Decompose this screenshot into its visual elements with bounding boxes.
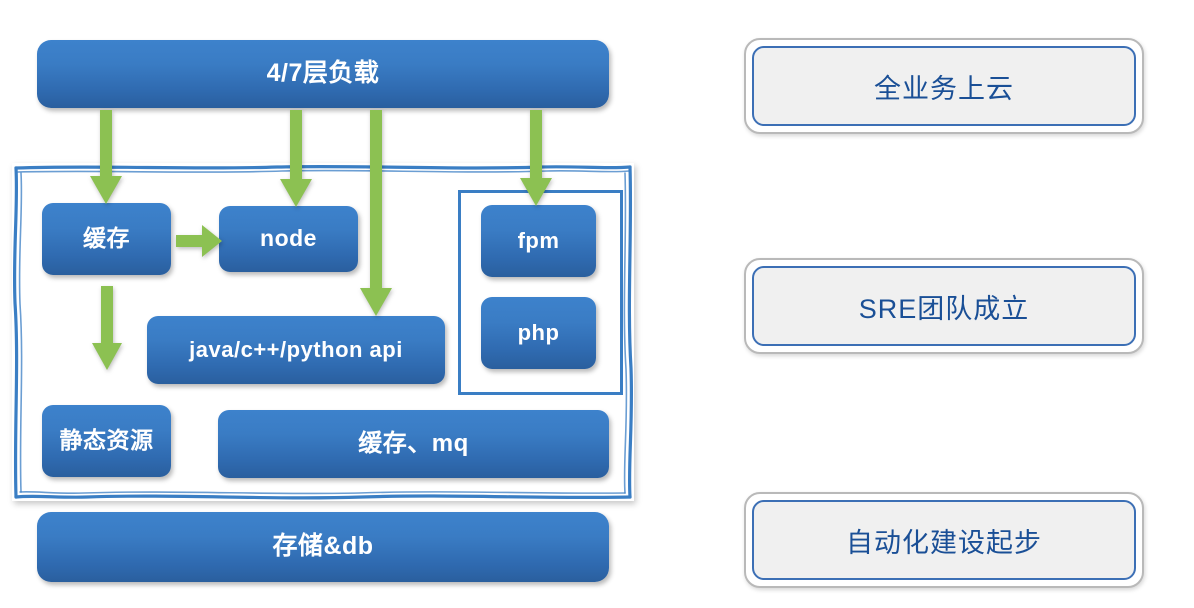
box-api[interactable]: java/c++/python api xyxy=(147,316,445,384)
box-node[interactable]: node xyxy=(219,206,358,272)
milestone-cloud-label: 全业务上云 xyxy=(752,46,1136,126)
box-cache[interactable]: 缓存 xyxy=(42,203,171,275)
box-fpm[interactable]: fpm xyxy=(481,205,596,277)
box-php[interactable]: php xyxy=(481,297,596,369)
arrow-cache-to-node-icon xyxy=(176,223,224,259)
box-load-balancer[interactable]: 4/7层负载 xyxy=(37,40,609,108)
box-storage-db[interactable]: 存储&db xyxy=(37,512,609,582)
milestone-cloud[interactable]: 全业务上云 xyxy=(744,38,1144,134)
milestone-automation[interactable]: 自动化建设起步 xyxy=(744,492,1144,588)
milestone-sre[interactable]: SRE团队成立 xyxy=(744,258,1144,354)
box-static-resources[interactable]: 静态资源 xyxy=(42,405,171,477)
arrow-lb-to-cache-icon xyxy=(88,110,124,206)
arrow-lb-to-fpm-icon xyxy=(518,110,554,208)
arrow-lb-to-node-icon xyxy=(278,110,314,209)
milestone-sre-label: SRE团队成立 xyxy=(752,266,1136,346)
box-cache-mq[interactable]: 缓存、mq xyxy=(218,410,609,478)
arrow-cache-to-static-icon xyxy=(90,286,124,372)
arrow-lb-to-api-icon xyxy=(358,110,394,318)
milestone-automation-label: 自动化建设起步 xyxy=(752,500,1136,580)
